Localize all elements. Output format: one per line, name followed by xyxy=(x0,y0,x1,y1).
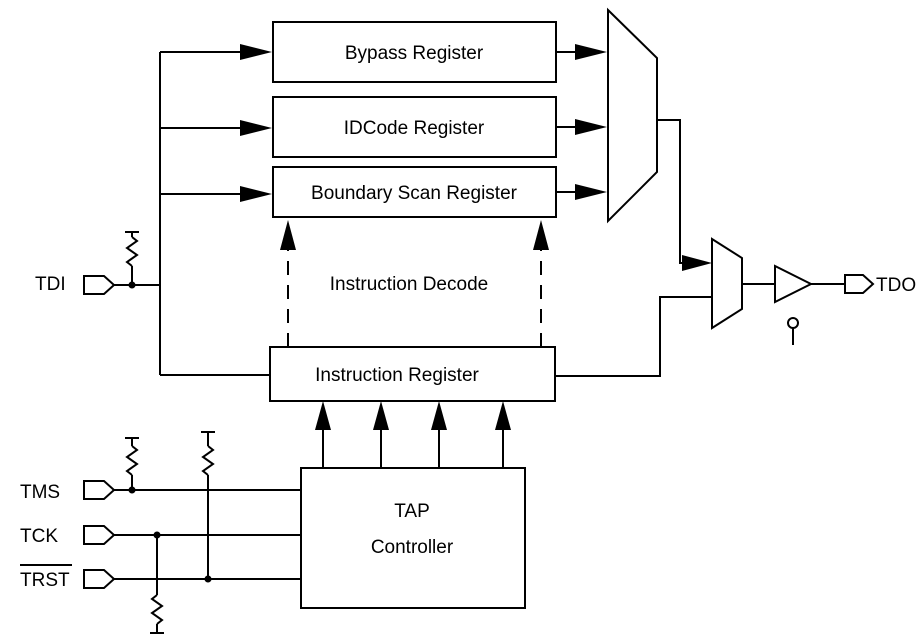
idcode-register: IDCode Register xyxy=(272,96,557,158)
tdo-label: TDO xyxy=(876,275,916,296)
tdo-buffer xyxy=(742,264,845,345)
instruction-register-label: Instruction Register xyxy=(315,365,479,386)
instruction-register: Instruction Register xyxy=(269,346,556,402)
boundary-scan-register: Boundary Scan Register xyxy=(272,166,557,218)
tdo-pin-symbol xyxy=(844,274,875,294)
tdi-label: TDI xyxy=(35,274,66,295)
tms-pin-symbol xyxy=(83,480,116,500)
instruction-decode-label: Instruction Decode xyxy=(330,274,488,295)
trst-pullup-resistor xyxy=(201,431,215,579)
data-register-mux xyxy=(607,7,658,224)
register-outputs xyxy=(556,44,607,200)
tdi-pin-symbol xyxy=(83,275,116,295)
tck-pin-symbol xyxy=(83,525,116,545)
trst-pin-symbol xyxy=(83,569,116,589)
tdi-pullup-resistor xyxy=(125,231,139,285)
trst-pin: TRST xyxy=(20,564,301,591)
tck-label: TCK xyxy=(20,526,58,547)
controller-arrows xyxy=(315,401,511,468)
bypass-register-label: Bypass Register xyxy=(345,43,484,64)
tms-pin: TMS xyxy=(20,437,301,503)
tms-label: TMS xyxy=(20,482,60,503)
tap-controller-label-line1: TAP xyxy=(394,501,430,522)
idcode-register-label: IDCode Register xyxy=(344,118,485,139)
tap-controller: TAP Controller xyxy=(300,467,526,609)
tdi-bus xyxy=(159,44,272,376)
tck-pulldown-resistor xyxy=(150,535,164,634)
trst-label: TRST xyxy=(20,570,70,591)
tck-pin: TCK xyxy=(20,525,301,547)
tap-controller-label-line2: Controller xyxy=(371,537,454,558)
boundary-scan-register-label: Boundary Scan Register xyxy=(311,183,518,204)
mux-output-wire xyxy=(657,119,712,271)
output-mux xyxy=(711,237,743,330)
tms-pullup-resistor xyxy=(125,437,139,490)
instruction-decode: Instruction Decode xyxy=(280,220,549,347)
bypass-register: Bypass Register xyxy=(272,21,557,83)
tdo-pin: TDO xyxy=(844,274,916,296)
tdi-pin: TDI xyxy=(35,231,160,295)
ir-output-wire xyxy=(555,296,712,377)
